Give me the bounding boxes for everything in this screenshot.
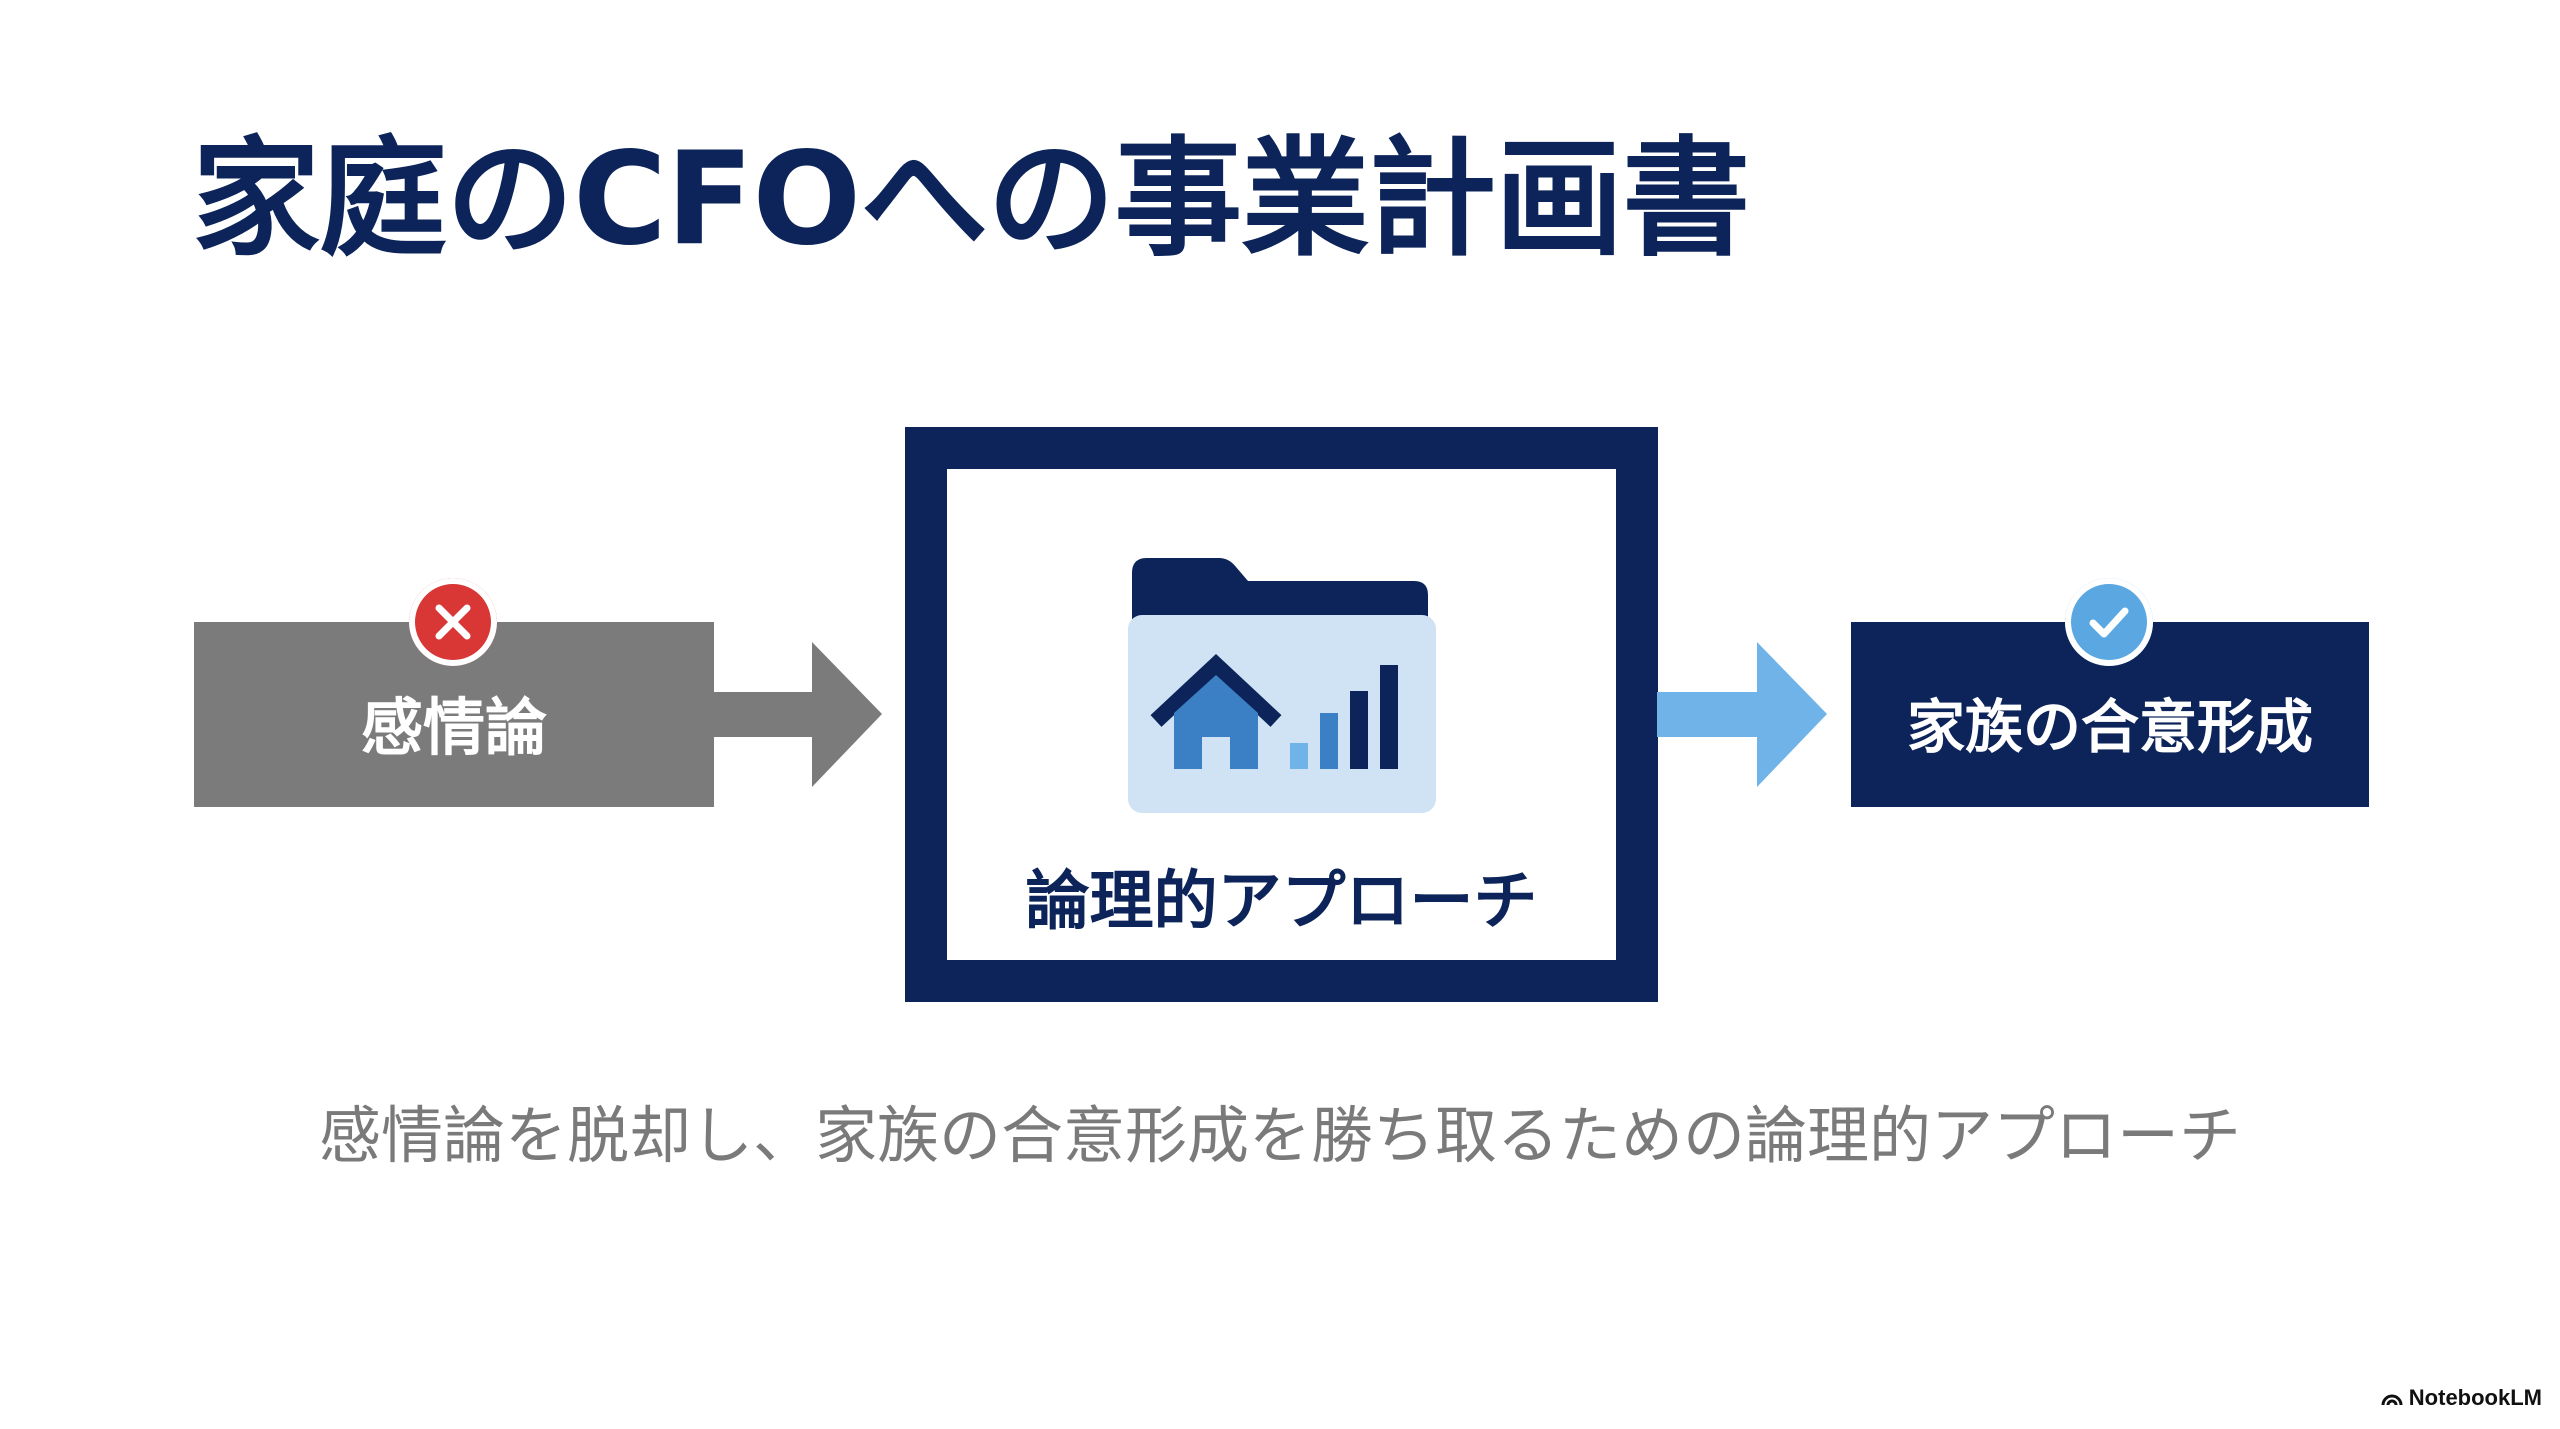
logical-approach-frame [905,427,1658,1002]
notebooklm-logo-icon [2381,1394,2403,1406]
brand-label: NotebookLM [2408,1385,2542,1410]
subtitle: 感情論を脱却し、家族の合意形成を勝ち取るための論理的アプローチ [318,1099,2241,1172]
x-circle-icon [409,578,497,666]
check-circle-icon [2065,578,2153,666]
notebooklm-watermark: NotebookLM [2381,1385,2542,1411]
folder-house-chart-icon [1128,558,1436,813]
family-consensus-label: 家族の合意形成 [1906,692,2313,761]
emotional-argument-label: 感情論 [360,690,547,764]
arrow-right-gray-icon [712,642,882,787]
arrow-right-blue-icon [1657,642,1827,787]
page-title: 家庭のCFOへの事業計画書 [192,125,1750,274]
family-consensus-box: 家族の合意形成 [1851,622,2369,807]
logical-approach-label: 論理的アプローチ [1025,865,1538,939]
